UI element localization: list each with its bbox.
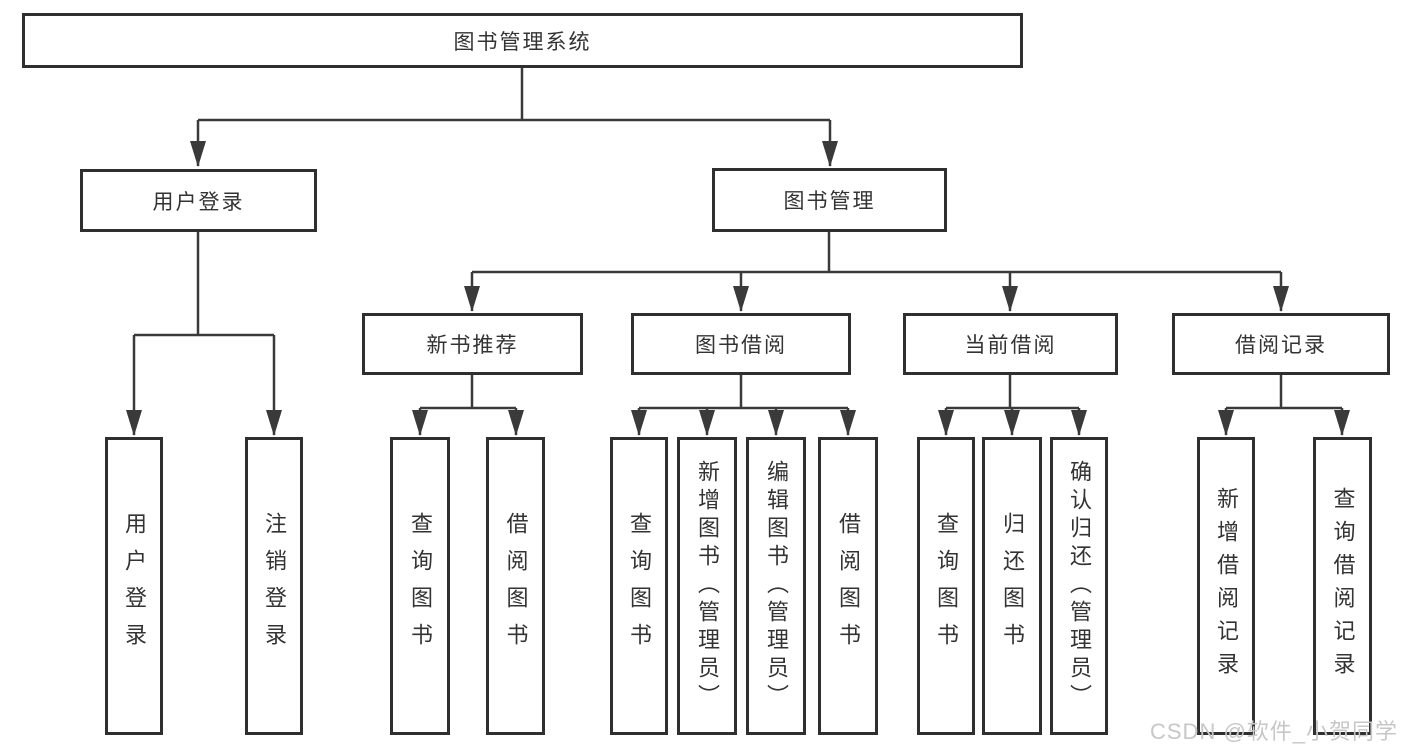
node-book-management-group: 图书管理 — [712, 168, 947, 232]
node-current-borrowing: 当前借阅 — [903, 313, 1118, 375]
leaf-label: 查询图书 — [408, 512, 433, 660]
leaf-label: 新增图书（管理员） — [695, 460, 720, 712]
node-label: 图书管理系统 — [453, 30, 592, 54]
leaf-label: 确认归还（管理员） — [1067, 460, 1092, 712]
leaf-return-book: 归还图书 — [982, 437, 1042, 735]
leaf-label: 查询借阅记录 — [1330, 487, 1356, 685]
leaf-label: 借阅图书 — [503, 512, 529, 660]
leaf-edit-book-admin: 编辑图书（管理员） — [746, 437, 806, 735]
csdn-watermark: CSDN @软件_小贺同学 — [1150, 719, 1399, 744]
node-label: 当前借阅 — [964, 334, 1057, 357]
node-book-borrowing: 图书借阅 — [631, 313, 851, 375]
leaf-label: 编辑图书（管理员） — [764, 460, 789, 712]
node-label: 借阅记录 — [1235, 334, 1327, 357]
leaf-confirm-return-admin: 确认归还（管理员） — [1050, 437, 1108, 735]
leaf-add-book-admin: 新增图书（管理员） — [677, 437, 737, 735]
leaf-query-book-borrow: 查询图书 — [610, 437, 668, 735]
leaf-borrow-book: 借阅图书 — [818, 437, 878, 735]
leaf-query-book-rec: 查询图书 — [390, 437, 450, 735]
leaf-user-login: 用户登录 — [105, 437, 163, 735]
node-user-login-group: 用户登录 — [80, 169, 317, 232]
node-borrowing-records: 借阅记录 — [1172, 313, 1390, 375]
node-library-management-system: 图书管理系统 — [22, 13, 1023, 68]
leaf-label: 新增借阅记录 — [1214, 487, 1239, 685]
node-label: 图书管理 — [783, 190, 876, 213]
leaf-logout: 注销登录 — [245, 437, 303, 735]
node-new-book-recommendation: 新书推荐 — [362, 313, 583, 375]
leaf-label: 用户登录 — [122, 512, 147, 660]
leaf-borrow-book-rec: 借阅图书 — [486, 437, 545, 735]
node-label: 用户登录 — [152, 190, 245, 214]
leaf-label: 查询图书 — [627, 512, 652, 660]
leaf-label: 查询图书 — [934, 512, 959, 660]
node-label: 图书借阅 — [695, 334, 787, 357]
node-label: 新书推荐 — [426, 334, 519, 357]
leaf-query-borrow-record: 查询借阅记录 — [1313, 437, 1372, 735]
leaf-label: 借阅图书 — [836, 512, 861, 660]
leaf-label: 归还图书 — [1000, 512, 1025, 660]
leaf-label: 注销登录 — [262, 512, 287, 660]
leaf-query-book-current: 查询图书 — [917, 437, 975, 735]
leaf-add-borrow-record: 新增借阅记录 — [1197, 437, 1255, 735]
